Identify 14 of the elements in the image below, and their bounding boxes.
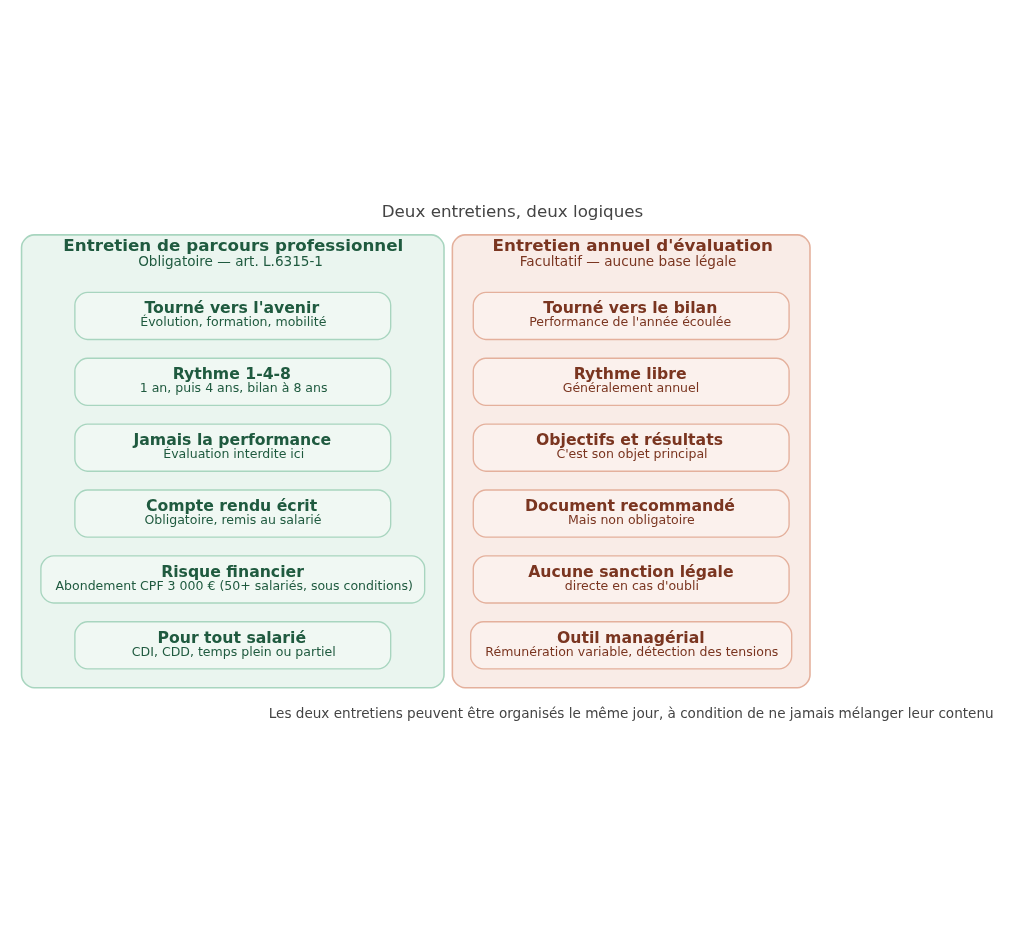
node-box: Pour tout salarié CDI, CDD, temps plein ou partiel bbox=[73, 621, 391, 670]
node-box: Tourné vers le bilan Performance de l'année écoulée bbox=[472, 291, 790, 341]
node-box: Outil managérial Rémunération variable, détection des tensions bbox=[469, 621, 792, 670]
node-box: Aucune sanction légale directe en cas d'oubli bbox=[472, 555, 790, 604]
node-box: Risque financier Abondement CPF 3 000 € (50+ salariés, sous conditions) bbox=[39, 555, 425, 604]
caption: Les deux entretiens peuvent être organisés le même jour, à condition de ne jamais mélanger leur contenu bbox=[268, 705, 994, 722]
node-box: Rythme 1-4-8 1 an, puis 4 ans, bilan à 8 ans bbox=[73, 357, 391, 406]
diagram-title: Deux entretiens, deux logiques bbox=[381, 200, 643, 221]
node-box: Objectifs et résultats C'est son objet principal bbox=[472, 423, 790, 472]
node-box: Document recommandé Mais non obligatoire bbox=[472, 489, 790, 538]
node-box: Rythme libre Généralement annuel bbox=[472, 357, 790, 406]
node-box: Jamais la performance Évaluation interdite ici bbox=[73, 423, 391, 472]
node-box: Compte rendu écrit Obligatoire, remis au salarié bbox=[73, 489, 391, 538]
node-box: Tourné vers l'avenir Évolution, formation, mobilité bbox=[73, 291, 391, 341]
